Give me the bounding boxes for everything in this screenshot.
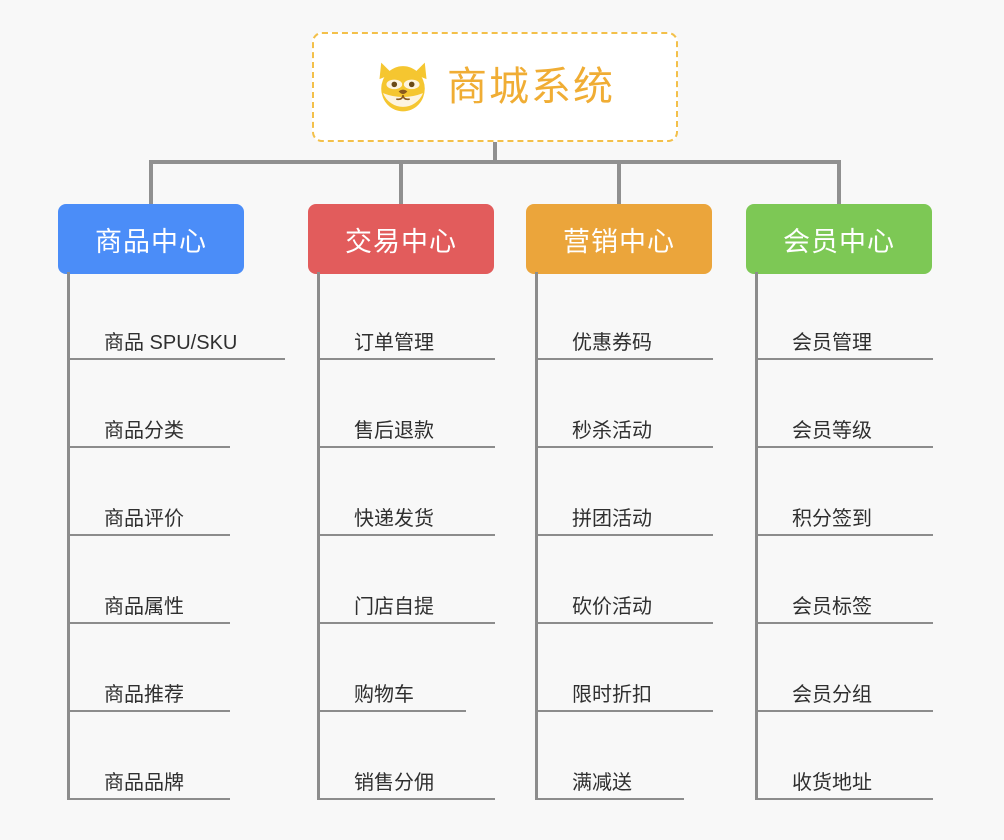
category-item-list-1: 订单管理 售后退款 快递发货 门店自提 购物车 销售分佣 [317,272,532,800]
category-header-3[interactable]: 会员中心 [746,204,932,274]
list-item-label: 会员管理 [792,332,872,354]
list-item-label: 优惠券码 [572,332,652,354]
list-item[interactable]: 商品推荐 [70,624,230,712]
list-item-label: 商品评价 [104,508,184,530]
category-item-list-2: 优惠券码 秒杀活动 拼团活动 砍价活动 限时折扣 满减送 [535,272,750,800]
category-header-1[interactable]: 交易中心 [308,204,494,274]
list-item-label: 商品推荐 [104,684,184,706]
connector-horizontal-bus [151,160,841,164]
list-item[interactable]: 销售分佣 [320,712,495,800]
list-item-label: 限时折扣 [572,684,652,706]
list-item-label: 商品属性 [104,596,184,618]
list-item[interactable]: 商品分类 [70,360,230,448]
list-item[interactable]: 优惠券码 [538,272,713,360]
list-item[interactable]: 商品属性 [70,536,230,624]
list-item[interactable]: 限时折扣 [538,624,713,712]
root-node[interactable]: 商城系统 [312,32,678,142]
list-item[interactable]: 快递发货 [320,448,495,536]
category-item-list-3: 会员管理 会员等级 积分签到 会员标签 会员分组 收货地址 [755,272,970,800]
list-item[interactable]: 会员标签 [758,536,933,624]
list-item[interactable]: 满减送 [538,712,684,800]
connector-root-stem [493,142,497,164]
list-item[interactable]: 售后退款 [320,360,495,448]
category-title: 交易中心 [345,226,457,257]
root-title: 商城系统 [447,65,615,109]
branch-column: 会员中心 会员管理 会员等级 积分签到 会员标签 会员分组 收货地址 [746,204,933,800]
branch-column: 商品中心 商品 SPU/SKU 商品分类 商品评价 商品属性 商品推荐 商品品牌 [58,204,285,800]
list-item-label: 秒杀活动 [572,420,652,442]
list-item[interactable]: 会员分组 [758,624,933,712]
list-item[interactable]: 砍价活动 [538,536,713,624]
list-item-label: 门店自提 [354,596,434,618]
category-item-list-0: 商品 SPU/SKU 商品分类 商品评价 商品属性 商品推荐 商品品牌 [67,272,285,800]
list-item-label: 收货地址 [792,772,872,794]
list-item[interactable]: 收货地址 [758,712,933,800]
list-item-label: 积分签到 [792,508,872,530]
list-item[interactable]: 商品品牌 [70,712,230,800]
list-item-label: 拼团活动 [572,508,652,530]
list-item[interactable]: 商品 SPU/SKU [70,272,285,360]
category-header-2[interactable]: 营销中心 [526,204,712,274]
list-item-label: 会员分组 [792,684,872,706]
list-item-label: 订单管理 [354,332,434,354]
branch-column: 营销中心 优惠券码 秒杀活动 拼团活动 砍价活动 限时折扣 满减送 [526,204,713,800]
category-title: 会员中心 [783,226,895,257]
category-header-0[interactable]: 商品中心 [58,204,244,274]
list-item-label: 会员标签 [792,596,872,618]
list-item-label: 购物车 [354,684,414,706]
shiba-dog-icon [379,62,427,112]
list-item-label: 商品分类 [104,420,184,442]
category-title: 商品中心 [95,226,207,257]
list-item-label: 满减送 [572,772,632,794]
list-item[interactable]: 订单管理 [320,272,495,360]
connector-drop-4 [837,160,841,206]
list-item[interactable]: 门店自提 [320,536,495,624]
list-item[interactable]: 购物车 [320,624,466,712]
category-title: 营销中心 [563,226,675,257]
list-item-label: 快递发货 [354,508,434,530]
list-item[interactable]: 积分签到 [758,448,933,536]
list-item[interactable]: 会员管理 [758,272,933,360]
list-item[interactable]: 会员等级 [758,360,933,448]
list-item[interactable]: 秒杀活动 [538,360,713,448]
connector-drop-2 [399,160,403,206]
list-item-label: 商品 SPU/SKU [104,332,238,354]
list-item-label: 售后退款 [354,420,434,442]
list-item[interactable]: 商品评价 [70,448,230,536]
list-item-label: 砍价活动 [572,596,652,618]
list-item-label: 会员等级 [792,420,872,442]
list-item[interactable]: 拼团活动 [538,448,713,536]
list-item-label: 销售分佣 [354,772,434,794]
branch-column: 交易中心 订单管理 售后退款 快递发货 门店自提 购物车 销售分佣 [308,204,495,800]
connector-drop-1 [149,160,153,206]
list-item-label: 商品品牌 [104,772,184,794]
connector-drop-3 [617,160,621,206]
